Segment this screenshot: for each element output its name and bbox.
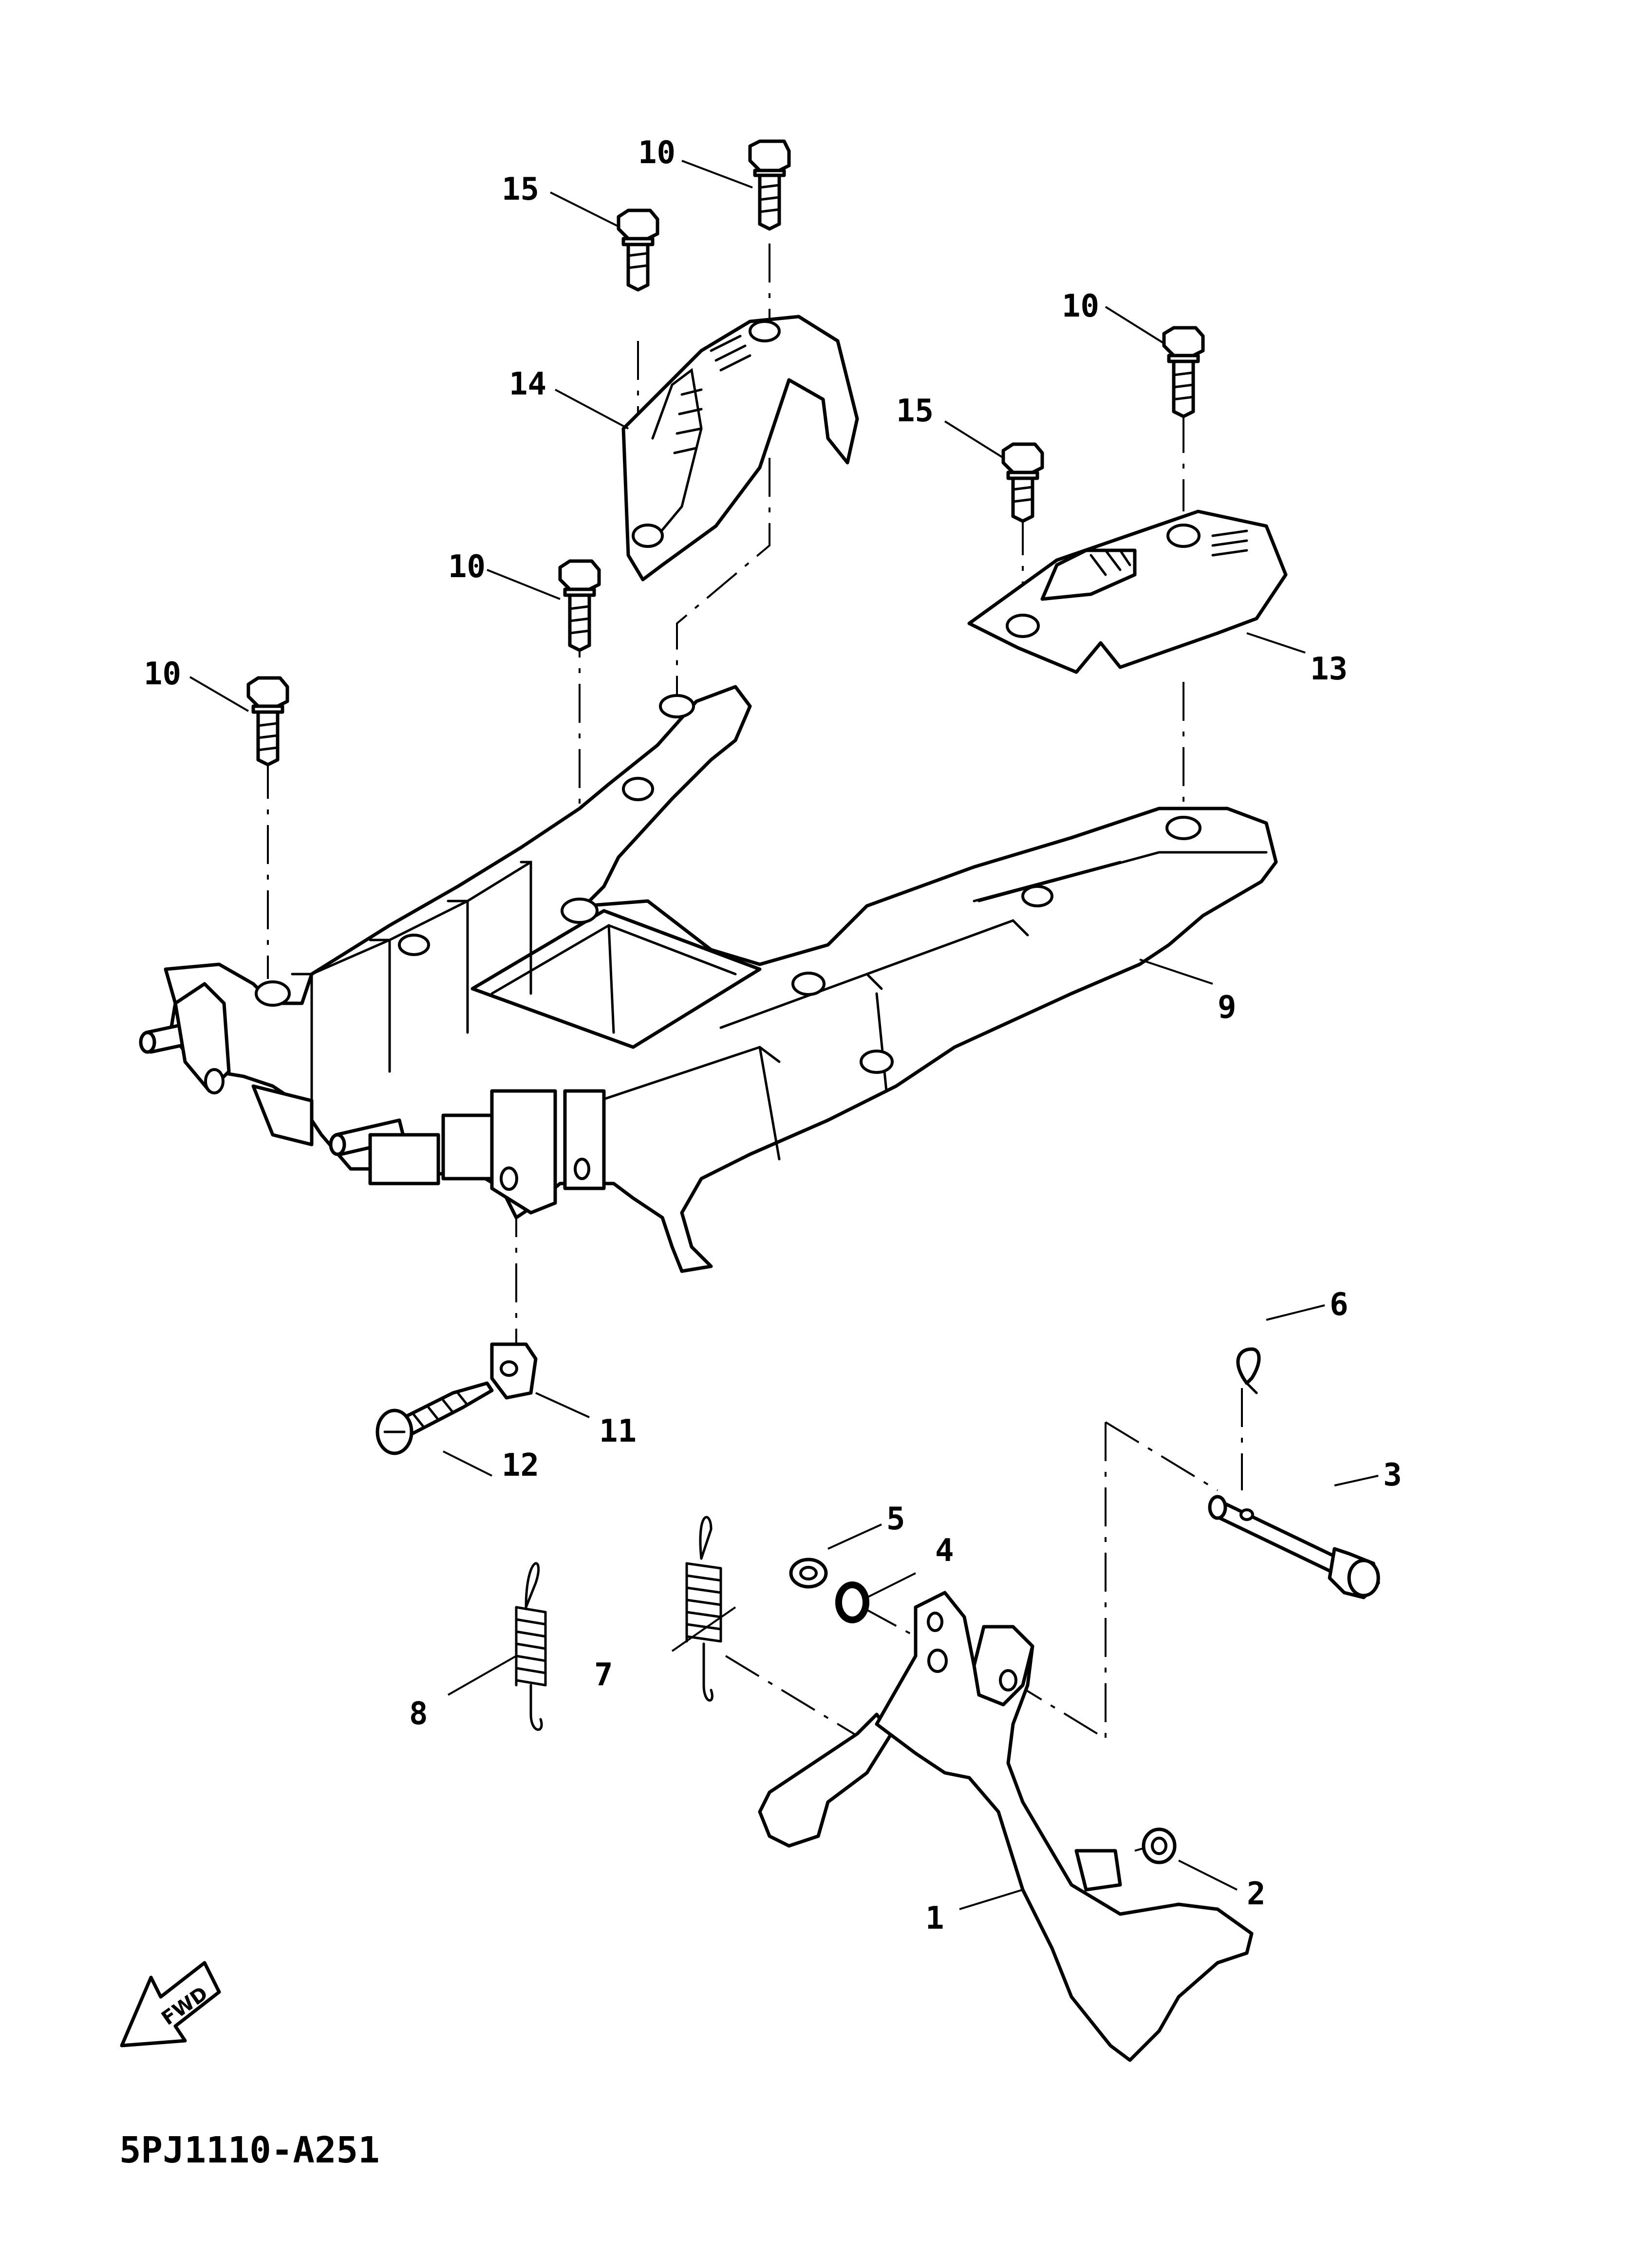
callouts: 10 15 10 15 14 13 10 10 9 11 12 6 3 5 4 … xyxy=(144,135,1402,1936)
callout-5: 5 xyxy=(886,1501,905,1537)
part-code: 5PJ1110-A251 xyxy=(119,2129,380,2171)
part-4-o-ring xyxy=(835,1581,869,1623)
callout-4: 4 xyxy=(935,1533,954,1569)
part-14-cover xyxy=(621,315,859,582)
callout-12: 12 xyxy=(502,1447,539,1484)
callout-1: 1 xyxy=(925,1900,944,1936)
leader-lines xyxy=(189,160,1379,1910)
callout-14: 14 xyxy=(509,366,546,402)
bolt-10-top xyxy=(748,139,791,231)
part-5-washer xyxy=(789,1558,828,1589)
fwd-arrow-icon: FWD xyxy=(120,1961,221,2048)
callout-10-left: 10 xyxy=(144,656,181,692)
callout-9: 9 xyxy=(1218,990,1237,1026)
part-8-spring xyxy=(515,1562,547,1731)
callout-10-middle: 10 xyxy=(448,549,486,585)
callout-2: 2 xyxy=(1247,1876,1266,1912)
callout-6: 6 xyxy=(1330,1287,1349,1323)
callout-15-right: 15 xyxy=(896,393,934,429)
callout-8: 8 xyxy=(409,1696,428,1732)
part-2-washer xyxy=(1142,1827,1177,1864)
part-13-cover xyxy=(967,509,1288,674)
bolt-10-middle xyxy=(558,559,601,652)
bolt-15-right xyxy=(1001,442,1044,523)
callout-15-left: 15 xyxy=(502,171,539,207)
callout-10-right: 10 xyxy=(1062,288,1099,324)
callout-7: 7 xyxy=(594,1657,613,1693)
bolt-10-right xyxy=(1162,326,1205,418)
callout-3: 3 xyxy=(1383,1457,1402,1493)
part-3-shaft xyxy=(1208,1495,1380,1599)
part-7-spring xyxy=(685,1516,722,1702)
part-6-cotter-pin xyxy=(1236,1347,1261,1394)
part-9-frame xyxy=(139,685,1278,1273)
part-11-clip-nut xyxy=(490,1342,538,1400)
callout-10-top: 10 xyxy=(638,135,676,171)
callout-11: 11 xyxy=(599,1413,637,1449)
part-12-screw xyxy=(375,1381,494,1455)
callout-13: 13 xyxy=(1310,651,1348,687)
bolt-10-left xyxy=(246,676,289,767)
part-1-center-stand xyxy=(758,1591,1254,2062)
bolt-15-left xyxy=(617,208,659,292)
